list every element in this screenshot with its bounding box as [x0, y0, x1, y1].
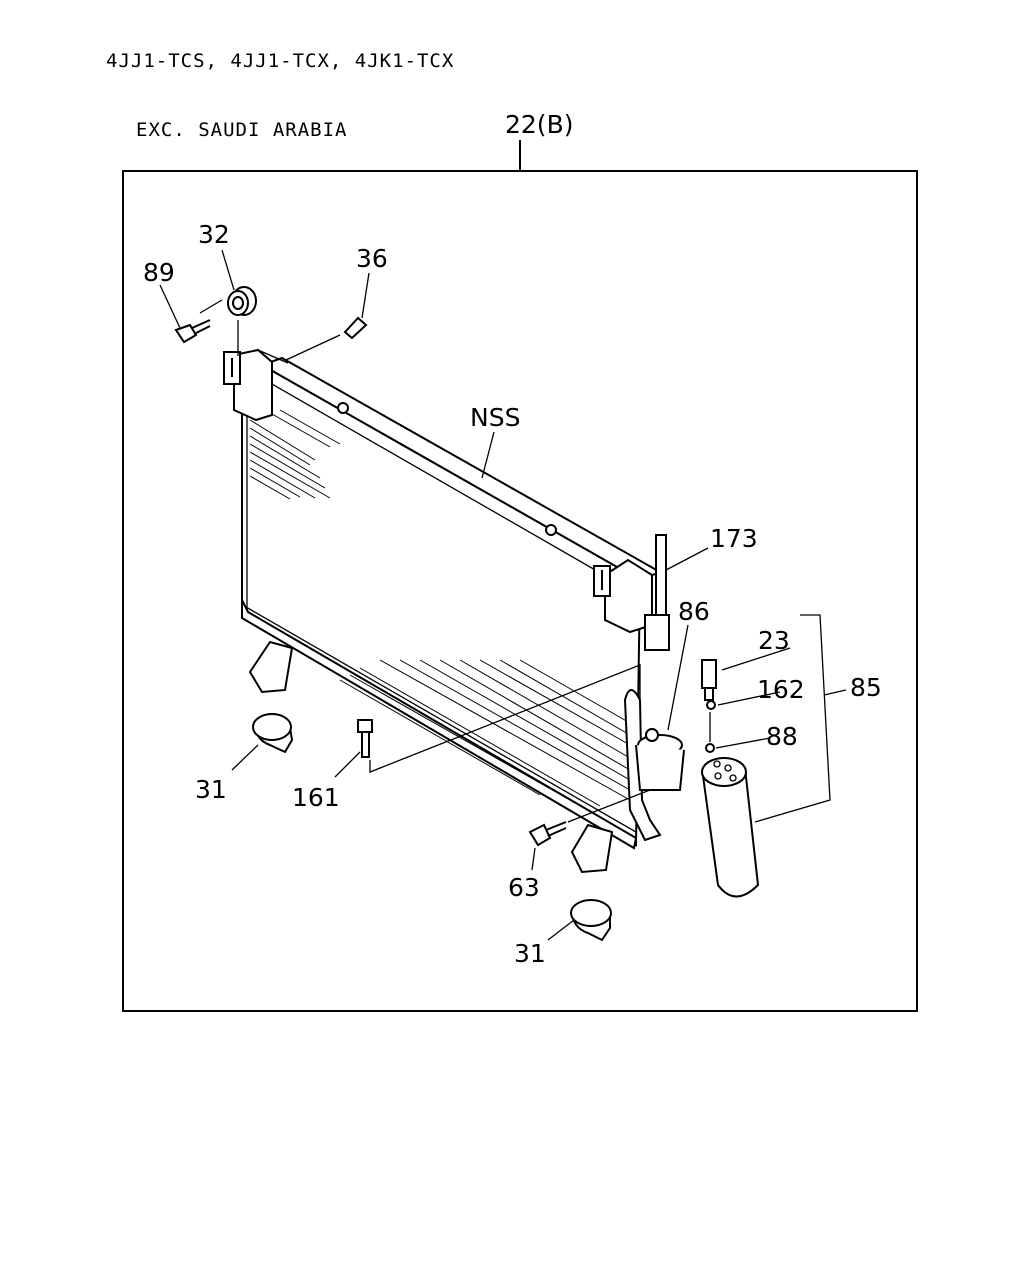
bracket-173 — [655, 534, 667, 621]
assembly-frame: 22(B) — [122, 110, 918, 1012]
rubber-cushion-31-left — [252, 713, 294, 754]
drier-bracket-assembly — [623, 534, 685, 842]
rubber-mount-32 — [227, 286, 257, 316]
leader-lines — [159, 249, 847, 941]
bolt-63 — [528, 821, 567, 847]
callout-63: 63 — [508, 873, 540, 902]
condenser-core — [241, 356, 663, 874]
callout-89: 89 — [143, 258, 175, 287]
o-ring-162 — [706, 700, 716, 710]
frame-label: 22(B) — [505, 110, 573, 139]
condenser-fins-top — [249, 409, 341, 500]
callout-31-left: 31 — [195, 775, 227, 804]
callout-173: 173 — [710, 524, 758, 553]
condenser-fins-bottom — [339, 659, 631, 807]
mount-hole-upper-right — [545, 524, 557, 536]
callout-162: 162 — [757, 675, 805, 704]
callout-23: 23 — [758, 626, 790, 655]
rubber-cushion-31-right — [570, 899, 612, 942]
callout-labels: 32 89 36 NSS 173 86 23 162 85 88 31 161 … — [143, 220, 882, 968]
callout-31-right: 31 — [514, 939, 546, 968]
lower-foot-left — [248, 640, 294, 694]
upper-bracket-left — [223, 348, 289, 422]
o-ring-88 — [705, 743, 715, 753]
engine-models-line: 4JJ1-TCS, 4JJ1-TCX, 4JK1-TCX — [106, 50, 455, 72]
callout-36: 36 — [356, 244, 388, 273]
callout-88: 88 — [766, 722, 798, 751]
clip-36 — [343, 316, 368, 340]
market-exclusion-line: EXC. SAUDI ARABIA — [136, 119, 348, 141]
bolt-89 — [174, 319, 211, 344]
mount-hole-upper-left — [337, 402, 349, 414]
condenser-panel — [241, 363, 642, 847]
pressure-switch — [701, 659, 717, 701]
callout-32: 32 — [198, 220, 230, 249]
callout-161: 161 — [292, 783, 340, 812]
lower-foot-right — [570, 823, 614, 874]
callout-nss: NSS — [470, 403, 520, 432]
connecting-pipe — [623, 689, 662, 842]
receiver-drier — [701, 757, 760, 898]
callout-85: 85 — [850, 673, 882, 702]
diagram-header: 4JJ1-TCS, 4JJ1-TCX, 4JK1-TCX EXC. SAUDI … — [106, 4, 454, 165]
bolt-161 — [357, 719, 373, 758]
callout-86: 86 — [678, 597, 710, 626]
